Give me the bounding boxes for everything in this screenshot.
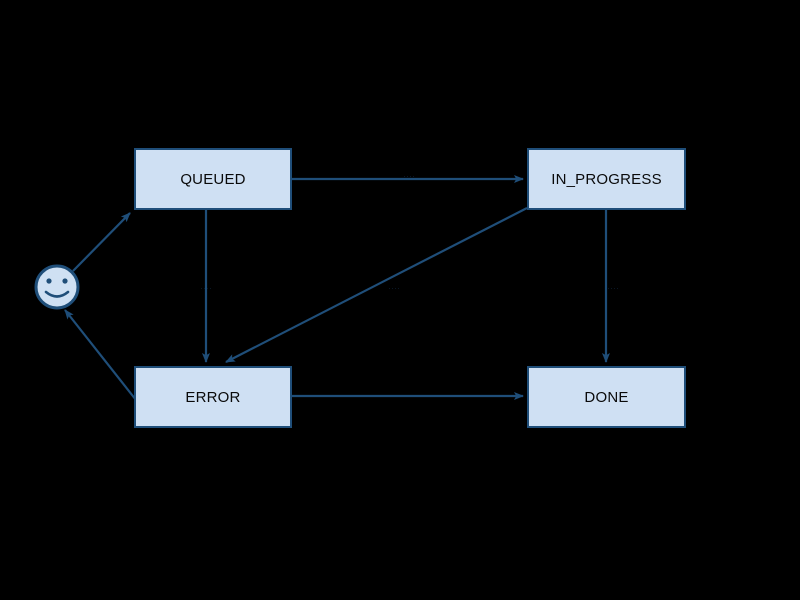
- smiley-face-icon[interactable]: [34, 264, 80, 310]
- state-node-label: QUEUED: [180, 170, 246, 188]
- edge-in-progress-to-error[interactable]: [225, 207, 528, 363]
- state-node-in-progress[interactable]: IN_PROGRESS: [527, 148, 686, 210]
- edge-error-to-start[interactable]: [64, 309, 137, 401]
- state-node-label: ERROR: [185, 388, 241, 406]
- state-node-error[interactable]: ERROR: [134, 366, 292, 428]
- state-node-label: IN_PROGRESS: [551, 170, 662, 188]
- state-node-done[interactable]: DONE: [527, 366, 686, 428]
- edge-start-to-queued[interactable]: [72, 212, 131, 272]
- state-node-label: DONE: [584, 388, 629, 406]
- state-node-queued[interactable]: QUEUED: [134, 148, 292, 210]
